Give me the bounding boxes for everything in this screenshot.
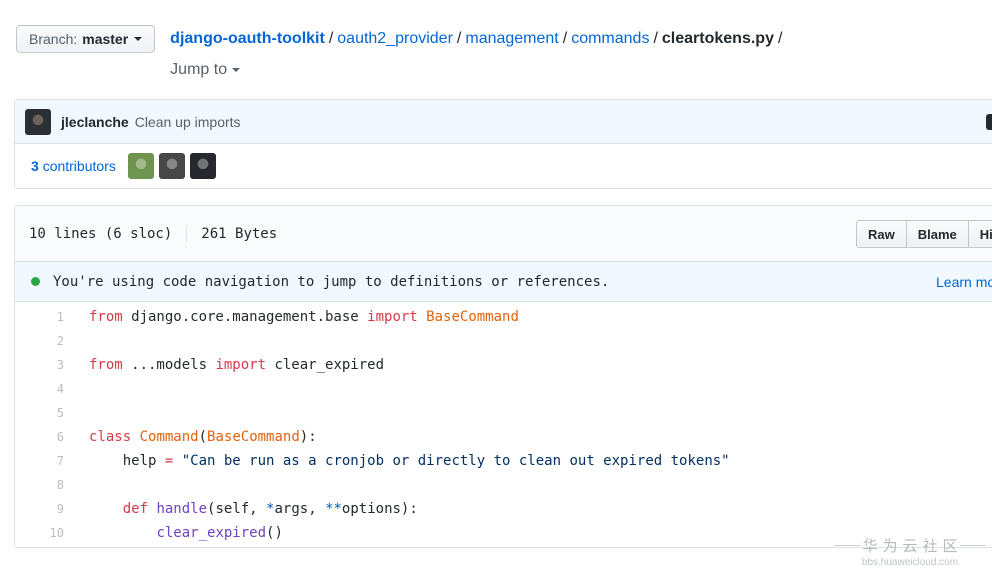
file-header: 10 lines (6 sloc) 261 Bytes Raw Blame Hi… bbox=[15, 206, 992, 262]
code-line-content: from ...models import clear_expired bbox=[89, 357, 385, 373]
line-number[interactable]: 6 bbox=[56, 430, 64, 444]
breadcrumb-separator: / bbox=[777, 30, 783, 47]
branch-name: master bbox=[82, 31, 129, 47]
commit-message-link[interactable]: Clean up imports bbox=[134, 113, 241, 130]
learn-more-link[interactable]: Learn more bbox=[936, 273, 992, 290]
contributor-avatars bbox=[127, 153, 216, 179]
contributor-avatar[interactable] bbox=[158, 153, 185, 179]
file-action-buttons: Raw Blame History bbox=[856, 220, 992, 248]
watermark: 华为云社区 bbs.huaweicloud.com bbox=[834, 535, 986, 568]
jump-to-label: Jump to bbox=[170, 61, 228, 78]
line-number[interactable]: 4 bbox=[56, 382, 64, 396]
breadcrumb-separator: / bbox=[456, 30, 462, 47]
line-number[interactable]: 10 bbox=[49, 526, 64, 540]
line-number[interactable]: 3 bbox=[56, 358, 64, 372]
latest-commit-info-clipped bbox=[986, 114, 992, 130]
commit-author-avatar[interactable] bbox=[25, 108, 51, 135]
breadcrumb-current-file: cleartokens.py bbox=[661, 30, 774, 47]
code-line: 4 bbox=[15, 377, 992, 401]
code-line-content: class Command(BaseCommand): bbox=[89, 429, 317, 445]
watermark-title: 华为云社区 bbox=[834, 535, 986, 556]
breadcrumb-wrap: django-oauth-toolkit/oauth2_provider/man… bbox=[170, 25, 786, 79]
line-number[interactable]: 1 bbox=[56, 310, 64, 324]
code-line-content bbox=[64, 329, 89, 353]
chevron-down-icon bbox=[232, 68, 241, 72]
contributors-row: 3 contributors bbox=[15, 144, 992, 188]
code-line: 6 class Command(BaseCommand): bbox=[15, 425, 992, 449]
code-line-content bbox=[64, 473, 89, 497]
line-number[interactable]: 7 bbox=[56, 454, 64, 468]
code-table: 1 from django.core.management.base import… bbox=[15, 302, 992, 547]
breadcrumb-segment-link[interactable]: commands bbox=[571, 30, 650, 47]
breadcrumb-segment-link[interactable]: oauth2_provider bbox=[337, 30, 453, 47]
chevron-down-icon bbox=[134, 37, 143, 41]
code-line: 3 from ...models import clear_expired bbox=[15, 353, 992, 377]
code-line-content bbox=[64, 377, 89, 401]
code-line: 7 help = "Can be run as a cronjob or dir… bbox=[15, 449, 992, 473]
code-navigation-message: You're using code navigation to jump to … bbox=[53, 273, 610, 290]
code-navigation-banner: You're using code navigation to jump to … bbox=[15, 262, 992, 302]
commit-author-link[interactable]: jleclanche bbox=[61, 113, 129, 130]
code-line: 10 clear_expired() bbox=[15, 521, 992, 545]
file-box: 10 lines (6 sloc) 261 Bytes Raw Blame Hi… bbox=[14, 205, 992, 548]
latest-commit-header: jleclanche Clean up imports bbox=[15, 100, 992, 144]
breadcrumb-repo-link[interactable]: django-oauth-toolkit bbox=[170, 30, 325, 47]
breadcrumb-separator: / bbox=[562, 30, 568, 47]
commit-tease-box: jleclanche Clean up imports 3 contributo… bbox=[14, 99, 992, 189]
line-number[interactable]: 5 bbox=[56, 406, 64, 420]
code-line: 5 bbox=[15, 401, 992, 425]
file-size: 261 Bytes bbox=[186, 225, 277, 242]
contributor-avatar[interactable] bbox=[127, 153, 154, 179]
contributor-avatar[interactable] bbox=[189, 153, 216, 179]
code-line: 2 bbox=[15, 329, 992, 353]
contributors-link[interactable]: 3 contributors bbox=[31, 158, 116, 174]
code-line-content: help = "Can be run as a cronjob or direc… bbox=[89, 453, 730, 469]
branch-select-button[interactable]: Branch: master bbox=[16, 25, 156, 53]
code-line-content: def handle(self, *args, **options): bbox=[122, 501, 418, 517]
history-button[interactable]: History bbox=[967, 220, 992, 248]
line-number[interactable]: 2 bbox=[56, 334, 64, 348]
file-line-count: 10 lines (6 sloc) bbox=[29, 225, 173, 242]
code-line: 9 def handle(self, *args, **options): bbox=[15, 497, 992, 521]
branch-label: Branch: bbox=[29, 31, 78, 47]
code-line-content: from django.core.management.base import … bbox=[89, 309, 519, 325]
code-line: 1 from django.core.management.base import… bbox=[15, 305, 992, 329]
line-number[interactable]: 8 bbox=[56, 478, 64, 492]
breadcrumb-separator: / bbox=[328, 30, 334, 47]
contributors-count: 3 bbox=[31, 158, 39, 174]
breadcrumb-separator: / bbox=[653, 30, 658, 47]
green-dot-icon bbox=[31, 277, 40, 286]
code-line-content: clear_expired() bbox=[156, 525, 283, 541]
code-line: 8 bbox=[15, 473, 992, 497]
file-info: 10 lines (6 sloc) 261 Bytes bbox=[29, 225, 277, 242]
blame-button[interactable]: Blame bbox=[905, 220, 969, 248]
file-navigation-bar: Branch: master django-oauth-toolkit/oaut… bbox=[0, 0, 992, 79]
line-number[interactable]: 9 bbox=[56, 502, 64, 516]
code-line-content bbox=[64, 401, 89, 425]
breadcrumb: django-oauth-toolkit/oauth2_provider/man… bbox=[170, 28, 786, 50]
contributors-label: contributors bbox=[42, 158, 116, 174]
raw-button[interactable]: Raw bbox=[856, 220, 907, 248]
jump-to-dropdown[interactable]: Jump to bbox=[170, 61, 241, 79]
breadcrumb-segment-link[interactable]: management bbox=[465, 30, 559, 47]
watermark-subtitle: bbs.huaweicloud.com bbox=[861, 557, 959, 568]
